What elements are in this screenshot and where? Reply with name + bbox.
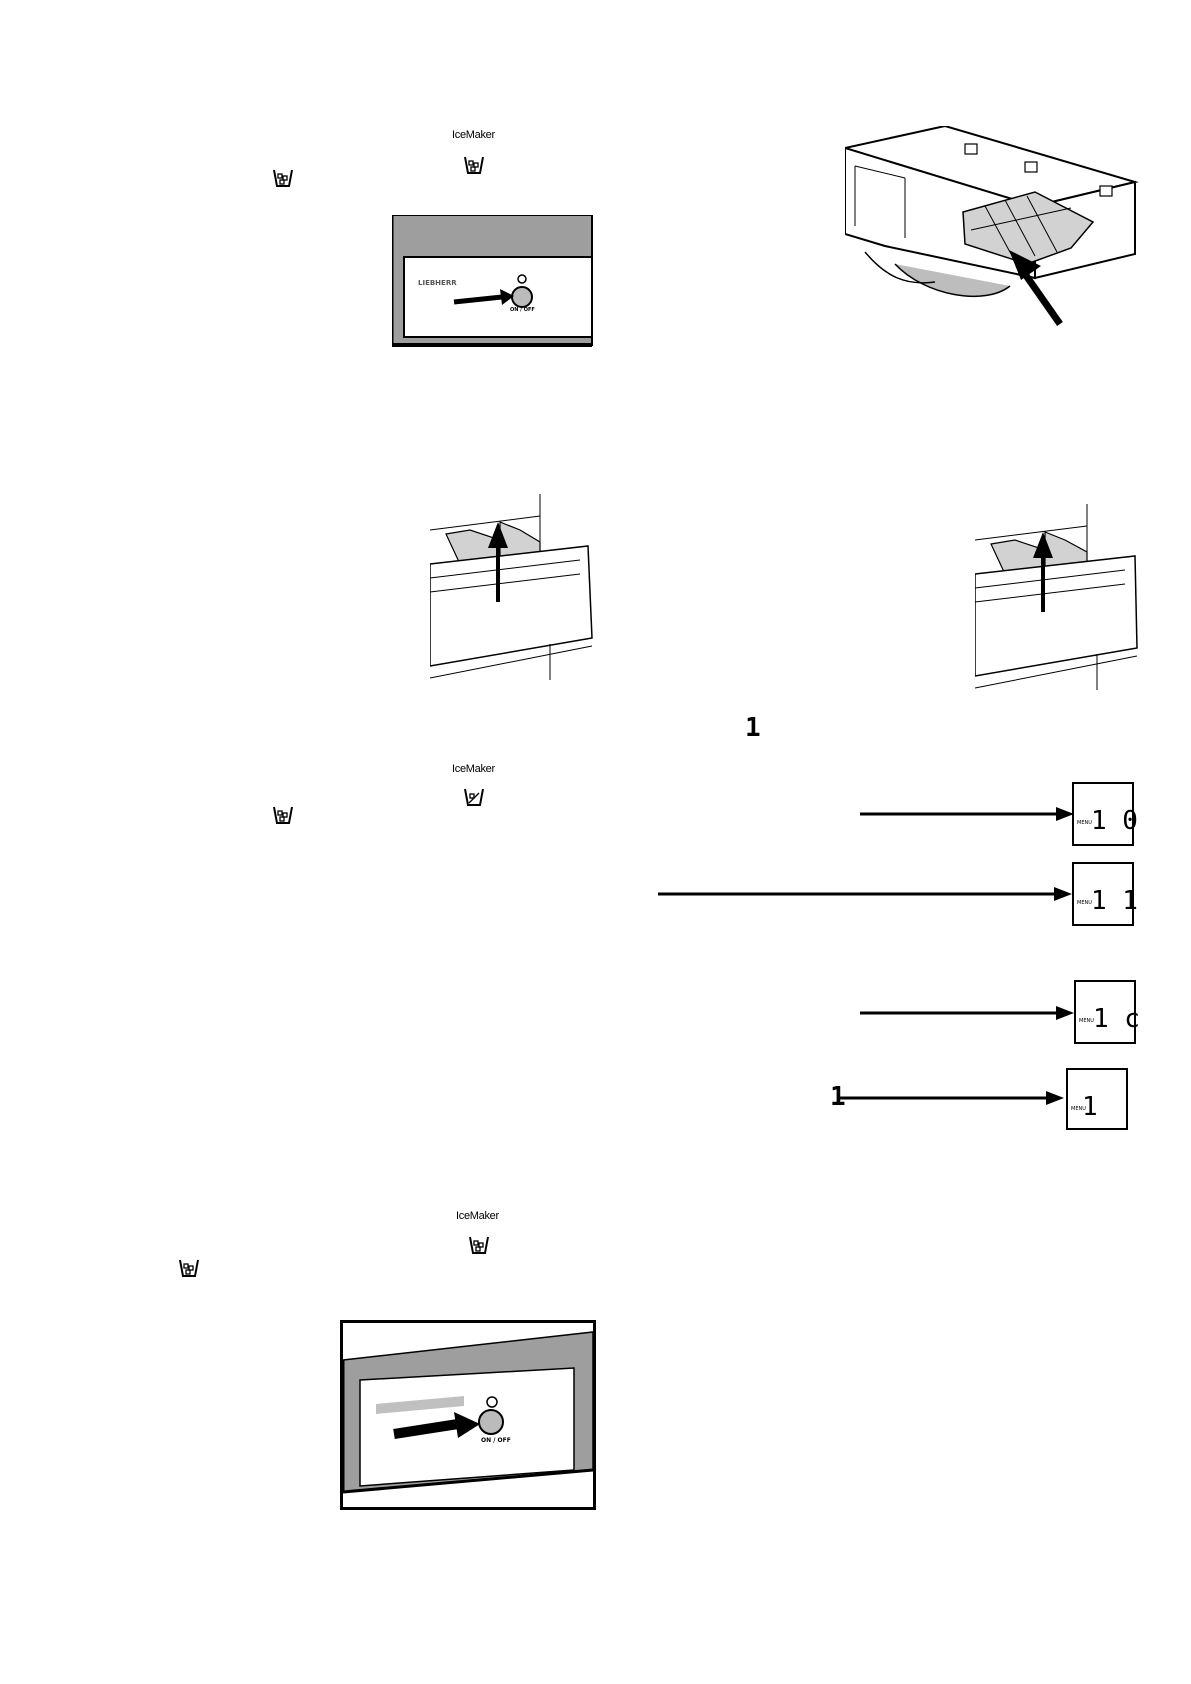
- on-off-label: ON / OFF: [510, 307, 535, 313]
- icemaker-unit-illustration: [845, 126, 1139, 327]
- arrow-to-display-10: [860, 807, 1074, 821]
- ice-cube-icon: [464, 156, 484, 174]
- step-glyph-small: 1: [830, 1082, 846, 1112]
- drawer-illustration-right: [975, 504, 1138, 690]
- ice-cube-icon: [179, 1259, 199, 1277]
- ice-cube-icon: [273, 169, 293, 187]
- drawer-illustration-left: [430, 494, 593, 680]
- brand-label: LIEBHERR: [418, 279, 457, 287]
- icemaker-label-1: IceMaker: [452, 129, 495, 141]
- display-menu-11: MENU 1 1: [1072, 862, 1138, 926]
- display-menu-1: MENU 1: [1066, 1068, 1128, 1130]
- ice-cube-icon: [469, 1236, 489, 1254]
- display-menu-10: MENU 1 0: [1072, 782, 1138, 846]
- icemaker-label-3: IceMaker: [456, 1210, 499, 1222]
- arrow-to-display-11: [658, 887, 1072, 901]
- icemaker-label-2: IceMaker: [452, 763, 495, 775]
- arrow-to-display-1: [840, 1091, 1064, 1105]
- on-off-label-2: ON / OFF: [481, 1437, 511, 1444]
- control-panel-illustration-2: [340, 1320, 596, 1510]
- control-panel-illustration: [392, 215, 593, 347]
- ice-cube-crossed-icon: [464, 788, 484, 806]
- ice-cube-icon: [273, 806, 293, 824]
- arrow-to-display-1c: [860, 1006, 1074, 1020]
- step-glyph: 1: [745, 713, 761, 743]
- display-menu-1c: MENU 1 c: [1074, 980, 1140, 1044]
